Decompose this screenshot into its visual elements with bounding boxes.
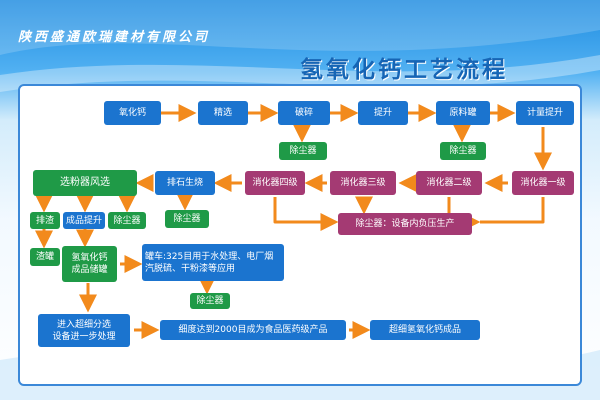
node-dust-collector-2: 除尘器 xyxy=(440,142,486,160)
node-selection: 精选 xyxy=(198,101,248,125)
node-dust-collector-5: 除尘器 xyxy=(190,293,230,309)
node-quicklime: 氧化钙 xyxy=(104,101,161,125)
node-dust-collector-1: 除尘器 xyxy=(279,142,327,160)
node-dust-collector-4: 除尘器 xyxy=(108,212,146,229)
node-dust-collector-3: 除尘器 xyxy=(165,210,209,228)
company-name: 陕西盛通欧瑞建材有限公司 xyxy=(18,30,211,45)
node-food-grade: 细度达到2000目成为食品医药级产品 xyxy=(160,320,346,340)
node-digester-2: 消化器二级 xyxy=(416,171,482,195)
node-metered-lift: 计量提升 xyxy=(516,101,574,125)
page-title: 氢氧化钙工艺流程 xyxy=(300,57,508,83)
node-application: 罐车:325目用于水处理、电厂烟汽脱硫、干粉漆等应用 xyxy=(142,244,284,281)
node-digester-4: 消化器四级 xyxy=(245,171,305,195)
node-crushing: 破碎 xyxy=(278,101,330,125)
node-digester-1: 消化器一级 xyxy=(512,171,574,195)
node-slag-tank: 渣罐 xyxy=(30,248,60,266)
node-product-lift: 成品提升 xyxy=(63,212,105,229)
node-ultrafine-product: 超细氢氧化钙成品 xyxy=(370,320,480,340)
node-slag-discharge: 排石生烧 xyxy=(155,171,215,195)
node-ultrafine-separation: 进入超细分选 设备进一步处理 xyxy=(38,314,130,347)
node-digester-3: 消化器三级 xyxy=(330,171,396,195)
node-product-storage: 氢氧化钙 成品储罐 xyxy=(62,246,117,282)
node-lifting: 提升 xyxy=(358,101,408,125)
node-waste-discharge: 排渣 xyxy=(30,212,60,229)
node-dust-negative-pressure: 除尘器：设备内负压生产 xyxy=(338,213,472,235)
node-separator: 选粉器风选 xyxy=(33,170,137,196)
node-raw-tank: 原料罐 xyxy=(436,101,490,125)
